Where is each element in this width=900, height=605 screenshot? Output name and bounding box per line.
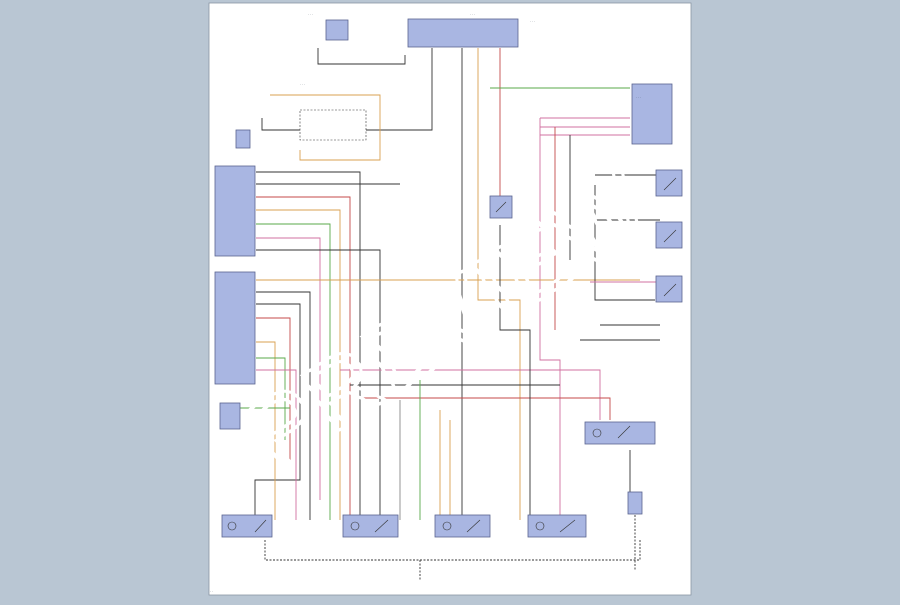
wire-network <box>232 48 660 580</box>
liftgate-switch-1 <box>655 169 683 197</box>
svg-text:. . .: . . . <box>530 19 535 23</box>
liftgate-lock-motor <box>584 421 656 445</box>
lamp-connector <box>235 129 251 149</box>
power-relay-top <box>325 19 349 41</box>
svg-text:. . .: . . . <box>308 12 313 16</box>
liftgate-switch-2 <box>655 221 683 249</box>
components <box>214 18 683 538</box>
diagram-annotations: . . . . . . . . . . . . . . . . . <box>210 12 641 593</box>
body-control-module <box>631 83 673 145</box>
passenger-door-module <box>214 165 256 257</box>
driver-door-module <box>214 271 256 385</box>
fuse-block-top <box>407 18 519 48</box>
lock-motor-lr <box>527 514 587 538</box>
key-cylinder-switch <box>219 402 241 430</box>
component-symbols <box>227 177 677 533</box>
junction-box <box>299 109 367 141</box>
svg-text:. . .: . . . <box>470 12 475 16</box>
lock-motor-lf <box>221 514 273 538</box>
lock-motor-rf <box>342 514 399 538</box>
svg-text:. . .: . . . <box>300 82 305 86</box>
liftgate-ajar-switch <box>627 491 643 515</box>
svg-text:. .: . . <box>210 589 213 593</box>
lock-motor-rr <box>434 514 491 538</box>
liftgate-switch-3 <box>655 275 683 303</box>
svg-text:. . .: . . . <box>636 95 641 99</box>
